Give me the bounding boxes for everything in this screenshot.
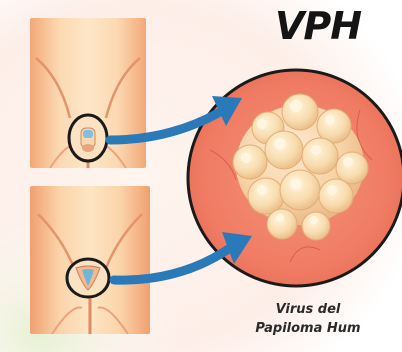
page-title: VPH (258, 4, 378, 48)
caption-line-1: Virus del (228, 300, 388, 319)
male-torso-illustration (30, 18, 146, 168)
female-torso-illustration (30, 186, 150, 334)
caption-line-2: Papiloma Hum (228, 319, 388, 338)
caption: Virus del Papiloma Hum (228, 300, 388, 338)
